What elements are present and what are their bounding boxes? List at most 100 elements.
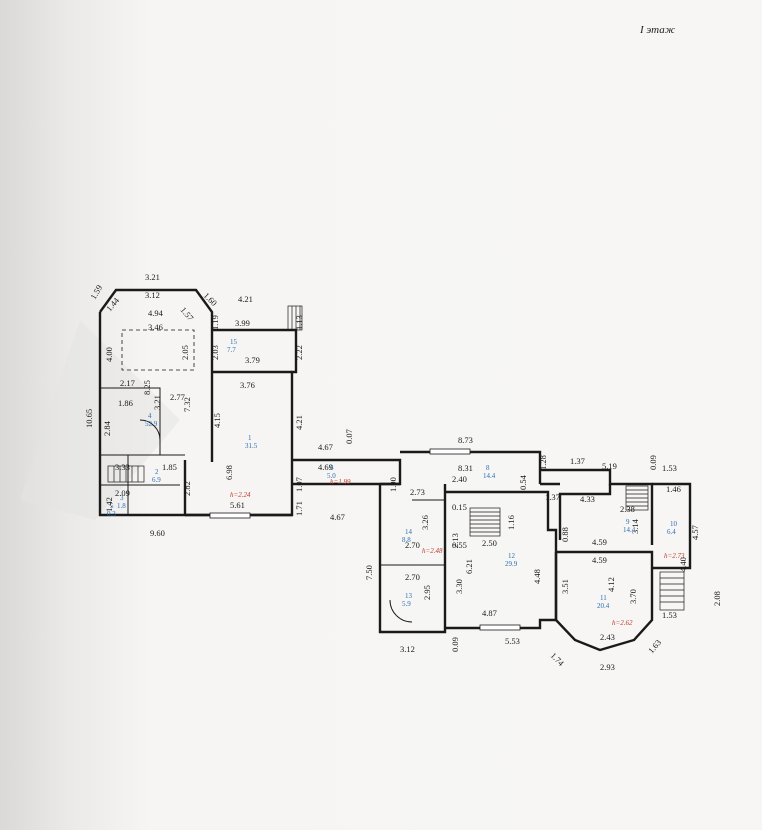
dimension-label: 2.03	[210, 345, 220, 360]
dimension-label: 6.21	[464, 559, 474, 574]
ceiling-height: h=2.62	[612, 619, 633, 627]
room-area: 20.4	[597, 602, 610, 610]
room-number: 6	[330, 464, 334, 472]
dimension-label: 3.33	[115, 462, 130, 472]
dimension-label: 1.53	[662, 610, 677, 620]
dimension-label: 2.43	[600, 632, 615, 642]
door-swing	[389, 599, 413, 623]
dimension-label: 3.76	[240, 380, 255, 390]
dimension-label: 1.71	[294, 501, 304, 516]
dimension-label: 4.21	[294, 415, 304, 430]
room-number: 2	[155, 468, 159, 476]
room-area: 14.4	[483, 472, 496, 480]
dimension-label: 4.57	[690, 525, 700, 540]
dimension-label: 6.98	[224, 465, 234, 480]
dimension-label: 4.48	[532, 569, 542, 584]
dimension-label: 0.55	[452, 540, 467, 550]
dimension-label: 4.67	[330, 512, 345, 522]
ceiling-height: h=2.73	[664, 552, 685, 560]
room-number: 15	[230, 338, 238, 346]
door-swing	[139, 419, 161, 441]
dimension-label: 1.19	[210, 315, 220, 330]
dimension-label: 2.13	[450, 533, 460, 548]
dimension-label: 2.84	[102, 420, 112, 436]
dimension-label: 1.85	[162, 462, 177, 472]
dimension-label: 2.22	[294, 345, 304, 360]
dimension-label: 8.25	[142, 380, 152, 395]
dimension-label: 3.21	[152, 395, 162, 410]
dimension-label: 2.09	[115, 488, 130, 498]
dimension-label: 0.54	[518, 474, 528, 490]
dimension-label: 1.37	[570, 456, 585, 466]
room-area: 6.9	[152, 476, 161, 484]
dashed-table-outline	[121, 329, 195, 371]
ceiling-height: h=1.99	[330, 478, 351, 486]
dimension-label: 3.51	[560, 579, 570, 594]
room-area: 1.8	[117, 502, 126, 510]
dimension-label: 4.15	[212, 413, 222, 428]
dimension-label: 3.26	[420, 515, 430, 530]
dimension-label: 2.08	[712, 591, 722, 606]
room-labels: 157.7452.9131.565.0814.4914.4106.426.931…	[107, 338, 678, 610]
room-area: 8.8	[402, 536, 411, 544]
dimension-label: 1.37	[545, 492, 560, 502]
dimension-label: 3.99	[235, 318, 250, 328]
dimension-label: 8.31	[458, 463, 473, 473]
dimension-label: 4.69	[318, 462, 333, 472]
dimension-label: 1.46	[666, 484, 681, 494]
dimension-label: 0.88	[560, 527, 570, 542]
dimension-label: 4.67	[318, 442, 333, 452]
dimension-label: 4.59	[592, 537, 607, 547]
room-number: 5	[110, 502, 114, 510]
dimension-label: 3.14	[630, 518, 640, 534]
room-area: 29.9	[505, 560, 518, 568]
dimension-label: 2.17	[120, 378, 135, 388]
dimension-label: 3.70	[628, 589, 638, 604]
dimension-label: 0.09	[450, 637, 460, 652]
dimension-label: 0.15	[452, 502, 467, 512]
dimension-label: 3.30	[454, 579, 464, 594]
dimension-label: 4.00	[104, 347, 114, 362]
dimension-label: 3.12	[400, 644, 415, 654]
stairs-center	[469, 507, 501, 537]
dimension-label: 2.38	[620, 504, 635, 514]
dimension-label: 3.21	[145, 272, 160, 282]
window	[209, 512, 251, 519]
dimension-label: 1.53	[662, 463, 677, 473]
dimension-label: 2.73	[410, 487, 425, 497]
room-area: 5.0	[327, 472, 336, 480]
stairs-right	[625, 485, 649, 511]
dimension-label: 2.95	[422, 585, 432, 600]
porch-steps-right	[659, 571, 685, 611]
dimension-label: 3.46	[148, 322, 163, 332]
dimension-label: 5.53	[505, 636, 520, 646]
dimension-label: 1.07	[294, 477, 304, 492]
room-number: 9	[626, 518, 630, 526]
room-number: 1	[248, 434, 252, 442]
dimension-label: 5.61	[230, 500, 245, 510]
dimension-label: 0.07	[344, 429, 354, 444]
dimension-label: 1.44	[104, 295, 122, 313]
dimension-label: 1.59	[88, 283, 104, 301]
room-number: 10	[670, 520, 678, 528]
room-number: 8	[486, 464, 490, 472]
dimension-label: 2.77	[170, 392, 185, 402]
dimension-label: 2.70	[405, 540, 420, 550]
room-number: 14	[405, 528, 413, 536]
room-area: 14.4	[623, 526, 636, 534]
room-area: 6.4	[667, 528, 676, 536]
ceiling-height: h=2.48	[422, 547, 443, 555]
room-number: 3	[120, 494, 124, 502]
dimension-label: 2.82	[182, 481, 192, 496]
dimension-label: 1.16	[506, 515, 516, 530]
stairs-left	[107, 465, 145, 483]
dimension-label: 4.87	[482, 608, 497, 618]
dimension-label: 1.86	[118, 398, 133, 408]
room-number: 4	[148, 412, 152, 420]
dimension-label: 7.50	[364, 565, 374, 580]
dimension-label: 4.59	[592, 555, 607, 565]
dimension-label: 3.79	[245, 355, 260, 365]
dimension-label: 4.12	[606, 577, 616, 592]
